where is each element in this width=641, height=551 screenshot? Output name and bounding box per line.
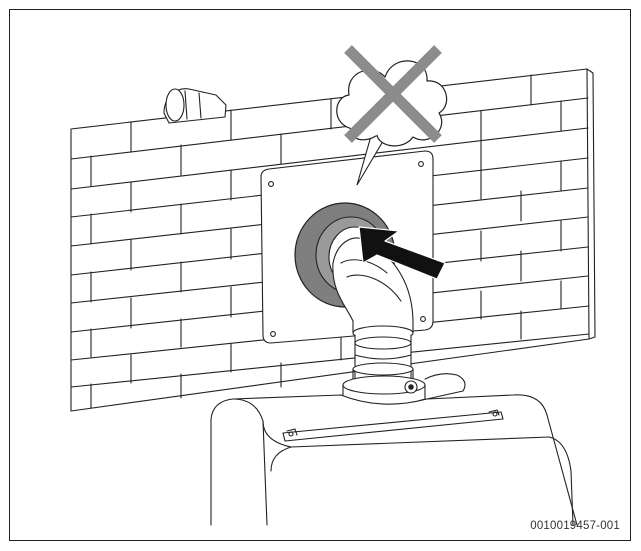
- figure-frame: 0010019457-001: [9, 9, 631, 541]
- installation-illustration: [10, 10, 632, 542]
- figure-id-label: 0010019457-001: [530, 520, 620, 532]
- flue-terminal: [164, 89, 226, 123]
- boiler-unit: [211, 395, 577, 525]
